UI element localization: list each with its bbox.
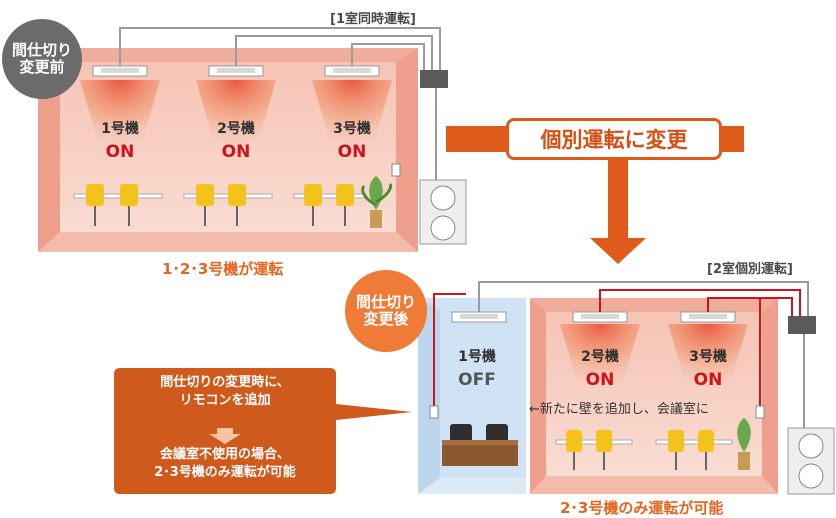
callout-line4: 2･3号機のみ運転が可能 bbox=[154, 465, 296, 481]
plant-bottom bbox=[737, 418, 751, 470]
after-branch-box bbox=[788, 316, 816, 334]
before-unit-2-name: 2号機 bbox=[217, 121, 255, 137]
callout-line2: リモコンを追加 bbox=[179, 393, 271, 409]
before-unit-3: 3号機 ON bbox=[312, 118, 392, 162]
before-piping bbox=[119, 27, 441, 180]
before-badge-line2: 変更前 bbox=[19, 58, 65, 76]
before-branch-box bbox=[420, 70, 448, 88]
before-unit-2-status: ON bbox=[221, 142, 251, 162]
before-badge: 間仕切り 変更前 bbox=[2, 19, 82, 99]
before-system-label: [1室同時運転] bbox=[330, 12, 416, 27]
before-remote bbox=[391, 163, 401, 177]
after-unit-1-name: 1号機 bbox=[458, 349, 496, 365]
after-ac-units bbox=[451, 311, 736, 323]
wall-note: ←新たに壁を追加し、会議室に bbox=[529, 402, 709, 417]
plant-top bbox=[361, 176, 393, 228]
after-unit-2-name: 2号機 bbox=[581, 349, 619, 365]
callout-line3: 会議室不使用の場合、 bbox=[159, 447, 290, 462]
after-unit-2-status: ON bbox=[585, 370, 615, 390]
callout-bottom-text: 会議室不使用の場合、 2･3号機のみ運転が可能 bbox=[114, 446, 336, 482]
change-arrow bbox=[446, 126, 744, 264]
after-remote-office bbox=[755, 405, 765, 419]
after-outdoor-unit bbox=[787, 427, 835, 495]
office-furniture bbox=[555, 418, 751, 470]
after-system-label: [2室個別運転] bbox=[707, 262, 793, 277]
before-outdoor-unit bbox=[419, 179, 467, 245]
after-piping bbox=[433, 281, 809, 428]
callout-box bbox=[114, 368, 412, 494]
before-unit-1-name: 1号機 bbox=[101, 121, 139, 137]
after-badge: 間仕切り 変更後 bbox=[345, 270, 427, 352]
before-furniture bbox=[73, 176, 393, 228]
before-unit-1-status: ON bbox=[105, 142, 135, 162]
after-unit-1-status: OFF bbox=[458, 370, 496, 390]
after-unit-3: 3号機 ON bbox=[668, 346, 748, 390]
before-unit-3-status: ON bbox=[337, 142, 367, 162]
before-unit-3-name: 3号機 bbox=[333, 121, 371, 137]
meeting-furniture bbox=[442, 424, 518, 466]
after-remote-meeting bbox=[429, 405, 439, 419]
change-banner: 個別運転に変更 bbox=[506, 118, 722, 160]
before-badge-line1: 間仕切り bbox=[11, 40, 72, 59]
callout-line1: 間仕切りの変更時に、 bbox=[160, 375, 290, 390]
before-caption: 1･2･3号機が運転 bbox=[162, 260, 284, 278]
after-unit-3-status: ON bbox=[693, 370, 723, 390]
after-badge-line2: 変更後 bbox=[363, 310, 409, 328]
after-caption: 2･3号機のみ運転が可能 bbox=[560, 499, 724, 517]
before-ac-units bbox=[80, 65, 392, 150]
after-unit-1: 1号機 OFF bbox=[437, 346, 517, 390]
before-unit-2: 2号機 ON bbox=[196, 118, 276, 162]
callout-top-text: 間仕切りの変更時に、 リモコンを追加 bbox=[114, 374, 336, 410]
after-unit-2: 2号機 ON bbox=[560, 346, 640, 390]
after-unit-3-name: 3号機 bbox=[689, 349, 727, 365]
before-unit-1: 1号機 ON bbox=[80, 118, 160, 162]
after-ac-glow bbox=[560, 324, 748, 390]
after-badge-line1: 間仕切り bbox=[355, 292, 416, 311]
